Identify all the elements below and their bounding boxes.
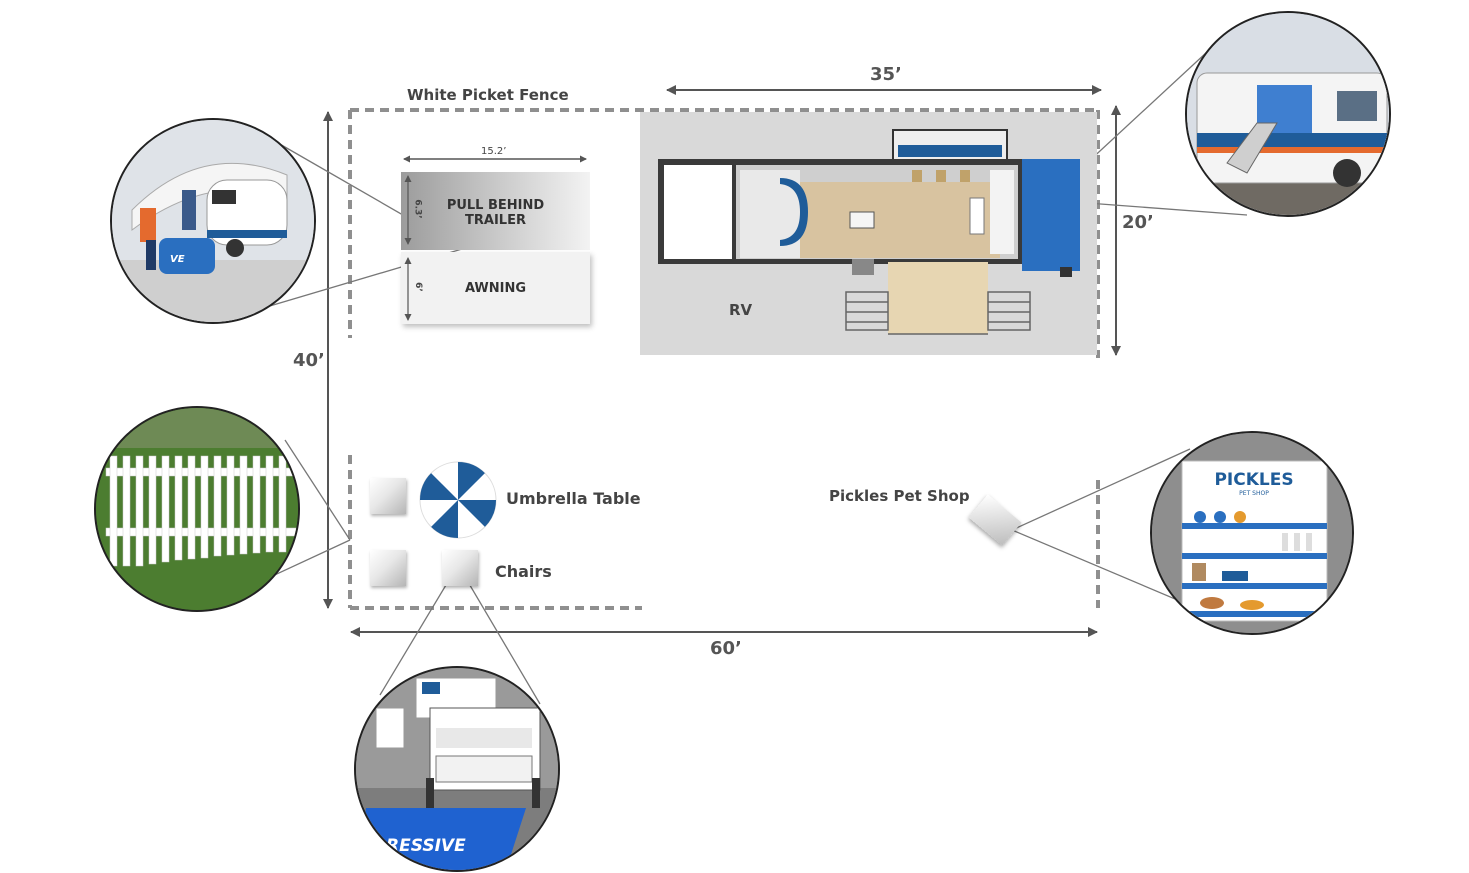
chairs-photo-image: RESSIVE xyxy=(356,668,558,870)
umbrella-table-label: Umbrella Table xyxy=(506,489,641,508)
rv-label: RV xyxy=(729,301,753,319)
fence-outline xyxy=(348,108,1100,610)
trailer-footprint xyxy=(401,172,590,250)
pet-shop-label: Pickles Pet Shop xyxy=(829,487,970,505)
fence-photo xyxy=(94,406,300,612)
rv-floorplan xyxy=(658,129,1080,335)
awning-depth-label: 6’ xyxy=(412,282,423,292)
dim-label-20ft: 20’ xyxy=(1122,212,1154,233)
chairs-label: Chairs xyxy=(495,562,552,581)
trailer-brand-text: VE xyxy=(170,254,185,265)
dim-label-35ft: 35’ xyxy=(870,64,902,85)
awning-footprint xyxy=(401,252,590,324)
rv-photo xyxy=(1185,11,1391,217)
fence-photo-image xyxy=(96,408,298,610)
dim-label-40ft: 40’ xyxy=(293,350,325,371)
fence-label: White Picket Fence xyxy=(407,86,569,104)
pet-shop-photo: PICKLES PET SHOP xyxy=(1150,431,1354,635)
trailer-label: PULL BEHIND TRAILER xyxy=(446,198,545,228)
trailer-depth-arrows xyxy=(404,175,412,321)
trailer-photo-image: VE xyxy=(112,120,314,322)
pet-shop-photo-image: PICKLES PET SHOP xyxy=(1152,433,1352,633)
dim-label-60ft: 60’ xyxy=(710,638,742,659)
umbrella-table-icon xyxy=(419,461,497,539)
side-chair-top xyxy=(370,478,406,514)
trailer-width-label: 15.2’ xyxy=(481,146,507,157)
side-chair-bottom xyxy=(370,550,406,586)
awning-label: AWNING xyxy=(464,281,527,296)
rv-photo-image xyxy=(1187,13,1389,215)
pet-shop-sign-text: PICKLES xyxy=(1214,470,1293,490)
chairs-photo: RESSIVE xyxy=(354,666,560,872)
side-chair-right xyxy=(442,550,478,586)
trailer-depth-label: 6.3’ xyxy=(412,199,423,219)
progressive-mat-text: RESSIVE xyxy=(386,836,466,856)
trailer-photo: VE xyxy=(110,118,316,324)
pet-shop-subsign-text: PET SHOP xyxy=(1239,490,1269,497)
